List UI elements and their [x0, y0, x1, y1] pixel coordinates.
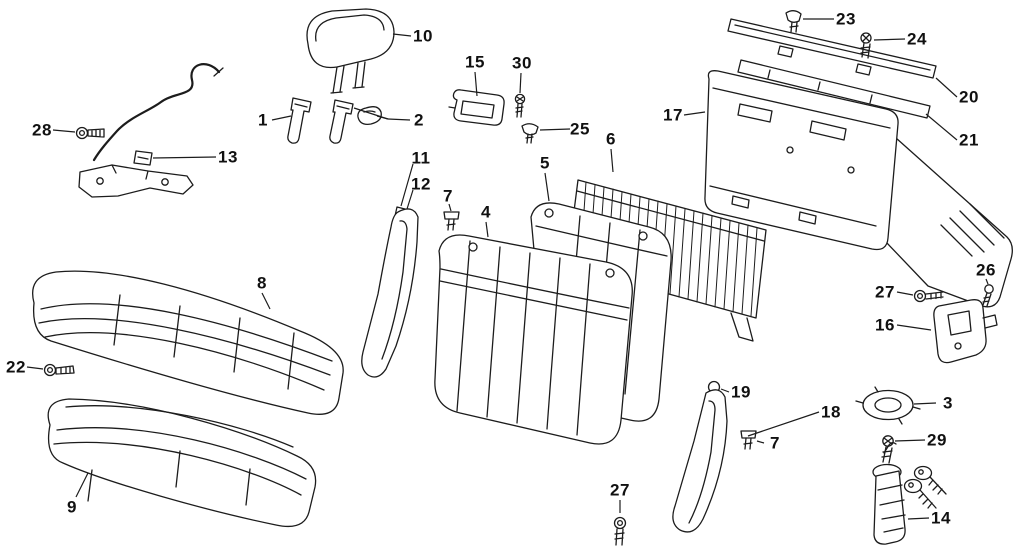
- part-callout-7[interactable]: 7: [443, 186, 453, 206]
- leader-line-17: [683, 111, 706, 116]
- part-callout-27[interactable]: 27: [875, 282, 895, 302]
- part-callout-12[interactable]: 12: [411, 174, 431, 194]
- leader-line-6: [610, 148, 614, 173]
- part-callout-16[interactable]: 16: [875, 315, 895, 335]
- leader-line-14: [907, 517, 930, 520]
- leader-line-19: [720, 388, 730, 393]
- part-callout-22[interactable]: 22: [6, 357, 26, 377]
- leader-line-9: [75, 472, 89, 498]
- part-seat-cushion-9: [47, 398, 317, 528]
- part-bolt-27-bottom: [613, 516, 627, 546]
- leader-line-7: [448, 203, 452, 212]
- part-callout-1[interactable]: 1: [258, 110, 268, 130]
- leader-line-22: [26, 366, 44, 370]
- leader-line-5: [544, 172, 550, 202]
- leader-line-1: [271, 115, 292, 121]
- leader-line-13: [152, 156, 217, 159]
- part-headrest-guide-1: [287, 97, 312, 144]
- leader-line-15: [474, 71, 478, 97]
- leader-line-18: [747, 411, 820, 437]
- leader-line-12: [406, 189, 414, 210]
- part-bolt-22: [43, 363, 75, 377]
- part-callout-24[interactable]: 24: [907, 29, 927, 49]
- leader-line-3: [913, 402, 937, 405]
- leader-line-11: [400, 163, 414, 207]
- part-headrest-guide-2: [329, 99, 382, 144]
- part-lock-cylinder-14: [872, 442, 947, 545]
- leader-line-4: [485, 221, 489, 238]
- leader-line-25: [539, 128, 571, 131]
- part-callout-27[interactable]: 27: [610, 480, 630, 500]
- part-callout-7[interactable]: 7: [770, 433, 780, 453]
- part-callout-23[interactable]: 23: [836, 9, 856, 29]
- part-callout-11[interactable]: 11: [411, 148, 431, 168]
- part-callout-19[interactable]: 19: [731, 382, 751, 402]
- part-striker-16: [933, 299, 998, 364]
- part-callout-25[interactable]: 25: [570, 119, 590, 139]
- part-bolt-27-right: [913, 289, 944, 303]
- part-callout-30[interactable]: 30: [512, 53, 532, 73]
- part-callout-14[interactable]: 14: [931, 508, 951, 528]
- leader-line-2: [387, 118, 411, 121]
- part-bolster-right-18-19: [672, 380, 728, 533]
- leader-line-21: [925, 113, 958, 141]
- part-callout-2[interactable]: 2: [414, 110, 424, 130]
- leader-line-20: [935, 77, 958, 98]
- part-callout-4[interactable]: 4: [481, 202, 491, 222]
- part-callout-3[interactable]: 3: [943, 393, 953, 413]
- leader-line-24: [873, 38, 906, 41]
- leader-line-28: [52, 129, 76, 133]
- keys-icon: [903, 465, 947, 509]
- part-callout-5[interactable]: 5: [540, 153, 550, 173]
- part-clip-23: [785, 10, 802, 33]
- part-bolster-left-11-12: [361, 206, 419, 378]
- part-screw-24: [860, 32, 872, 59]
- leader-line-26: [985, 278, 989, 285]
- part-clip-7-left: [443, 211, 460, 231]
- part-callout-29[interactable]: 29: [927, 430, 947, 450]
- part-callout-17[interactable]: 17: [663, 105, 683, 125]
- part-rail-21: [737, 59, 931, 119]
- part-callout-28[interactable]: 28: [32, 120, 52, 140]
- part-callout-9[interactable]: 9: [67, 497, 77, 517]
- leader-line-16: [896, 324, 932, 331]
- part-screw-26: [982, 284, 994, 307]
- part-callout-6[interactable]: 6: [606, 129, 616, 149]
- part-callout-8[interactable]: 8: [257, 273, 267, 293]
- part-screw-29: [881, 435, 894, 464]
- part-clip-7-right: [740, 430, 757, 450]
- part-callout-10[interactable]: 10: [413, 26, 433, 46]
- part-rod-13: [78, 63, 224, 198]
- leader-line-7: [756, 440, 765, 444]
- leader-lines: [26, 18, 989, 520]
- part-rail-20: [727, 18, 937, 79]
- leader-line-8: [261, 292, 271, 310]
- part-clip-25: [521, 123, 539, 144]
- part-callout-15[interactable]: 15: [465, 52, 485, 72]
- part-callout-13[interactable]: 13: [218, 147, 238, 167]
- part-bolt-28: [75, 126, 105, 140]
- leader-line-2: [376, 115, 389, 120]
- part-callout-21[interactable]: 21: [959, 130, 979, 150]
- part-callout-20[interactable]: 20: [959, 87, 979, 107]
- part-grommet-3: [855, 386, 921, 425]
- part-latch-15: [448, 89, 505, 126]
- part-seatback-trim-4: [434, 234, 633, 445]
- part-headrest-10: [306, 8, 395, 94]
- part-callout-18[interactable]: 18: [821, 402, 841, 422]
- leader-line-27: [896, 291, 914, 296]
- leader-line-29: [894, 439, 926, 442]
- leader-line-10: [392, 33, 412, 37]
- leader-line-30: [519, 72, 522, 94]
- part-seatback-cushion-8: [32, 270, 344, 415]
- part-shelf-17: [704, 70, 1013, 308]
- part-screw-30: [514, 93, 526, 118]
- part-callout-26[interactable]: 26: [976, 260, 996, 280]
